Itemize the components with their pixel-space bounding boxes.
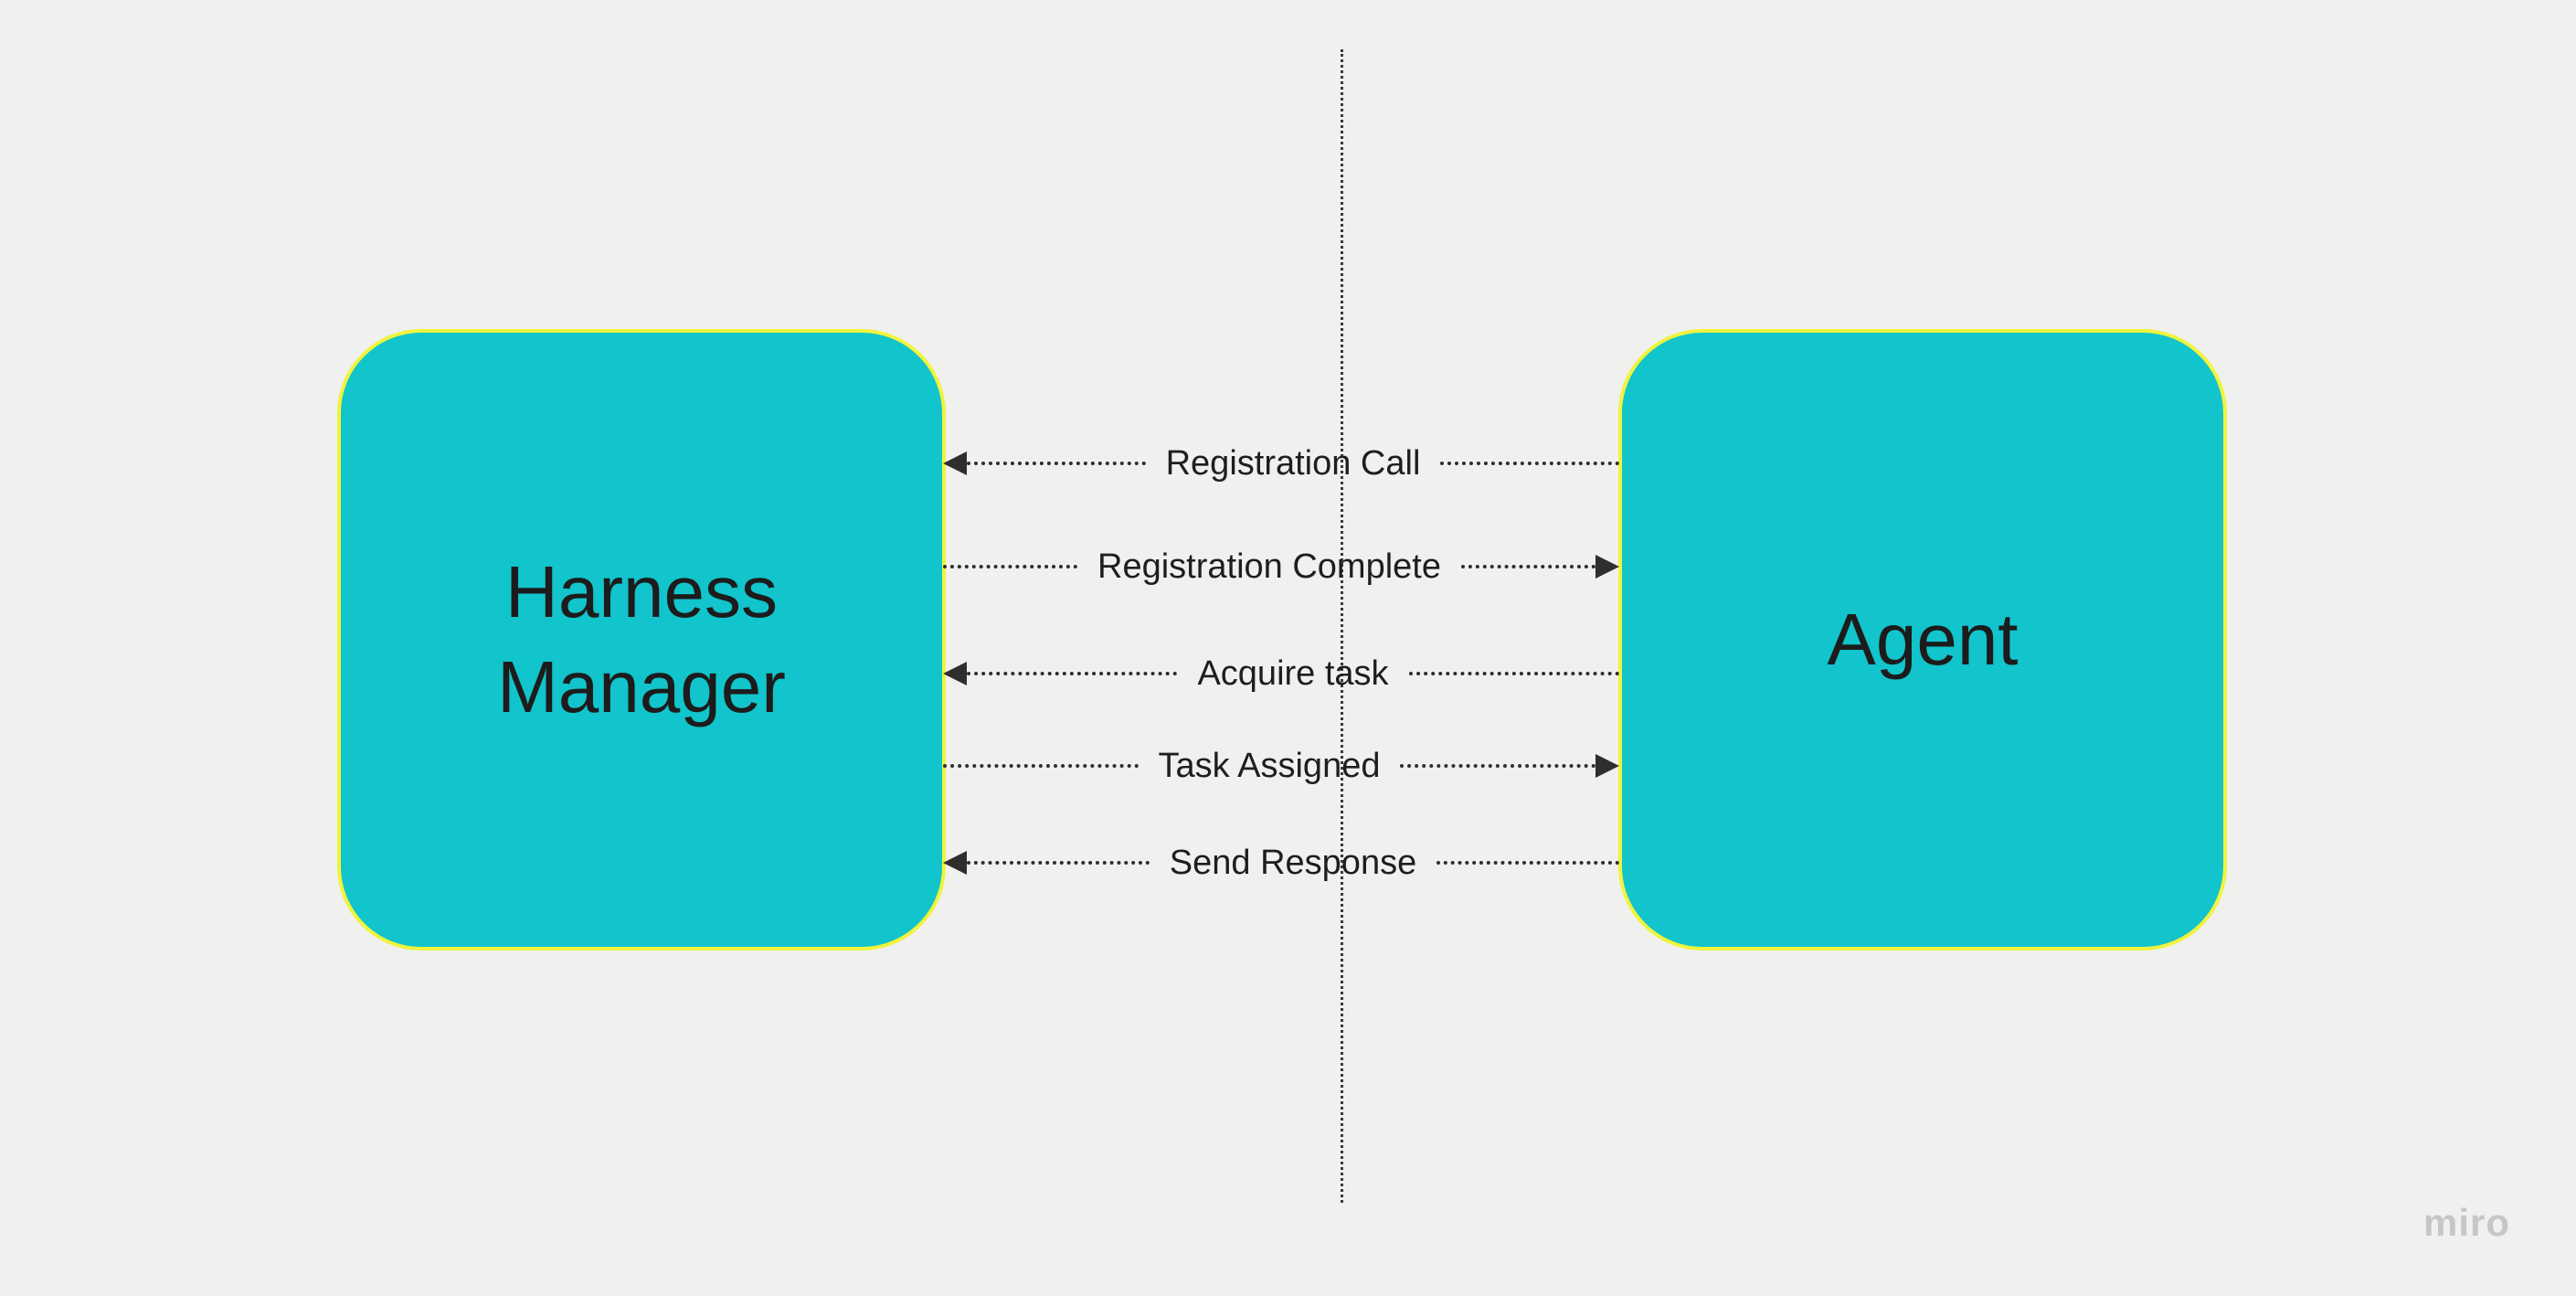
- message-row-send-response: Send Response: [943, 841, 1620, 885]
- actor-label-harness-manager: Harness Manager: [497, 551, 786, 728]
- arrowhead-left-icon: [943, 662, 967, 685]
- dotted-line: [1460, 565, 1595, 568]
- actor-label-agent: Agent: [1827, 599, 2019, 680]
- miro-watermark: miro: [2422, 1201, 2510, 1244]
- message-label: Registration Call: [1165, 443, 1421, 483]
- message-label: Task Assigned: [1158, 746, 1381, 785]
- dotted-line: [1408, 672, 1619, 675]
- message-label: Send Response: [1169, 843, 1417, 882]
- center-dotted-lifeline: [1341, 49, 1343, 1203]
- dotted-line: [967, 462, 1146, 465]
- dotted-line: [1400, 764, 1596, 768]
- arrowhead-right-icon: [1595, 555, 1619, 579]
- message-row-registration-call: Registration Call: [943, 441, 1620, 485]
- dotted-line: [967, 672, 1178, 675]
- actor-box-agent: Agent: [1618, 329, 2227, 951]
- message-label: Registration Complete: [1097, 547, 1441, 586]
- dotted-line: [1440, 462, 1620, 465]
- arrowhead-left-icon: [943, 851, 967, 875]
- message-row-task-assigned: Task Assigned: [943, 744, 1620, 788]
- message-label: Acquire task: [1197, 653, 1389, 693]
- message-row-registration-complete: Registration Complete: [943, 545, 1619, 589]
- dotted-line: [943, 565, 1078, 568]
- message-row-acquire-task: Acquire task: [943, 652, 1619, 696]
- dotted-line: [967, 861, 1150, 865]
- dotted-line: [943, 764, 1139, 768]
- arrowhead-left-icon: [943, 451, 967, 475]
- dotted-line: [1436, 861, 1620, 865]
- arrowhead-right-icon: [1595, 754, 1620, 778]
- actor-box-harness-manager: Harness Manager: [337, 329, 946, 951]
